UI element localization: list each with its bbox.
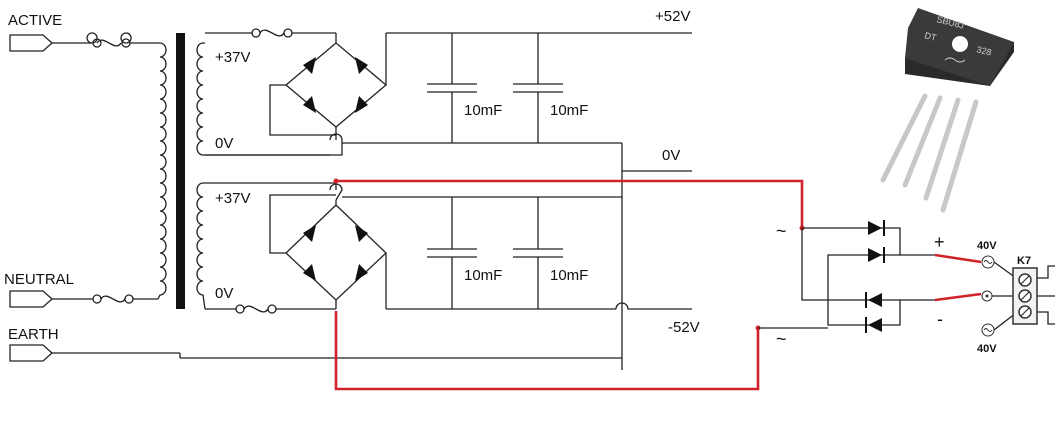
bridge-rectifier-photo: SBU8J DT 328: [880, 8, 1014, 213]
cap-bot-1: [427, 197, 477, 309]
rail-pos-label: +52V: [655, 8, 690, 25]
connector-label: K7: [1017, 255, 1031, 267]
rail-zero-label: 0V: [662, 147, 680, 164]
minus-symbol: -: [937, 309, 943, 329]
fuse-secondary-top: [205, 28, 336, 38]
cap-top-1-label: 10mF: [464, 102, 502, 119]
fuse-neutral: [92, 294, 158, 304]
active-label: ACTIVE: [8, 12, 62, 29]
v40-top-label: 40V: [977, 240, 997, 252]
chip-line3: 328: [976, 44, 993, 57]
tap-bot-lower-label: 0V: [215, 285, 233, 302]
rail-neg-label: -52V: [668, 319, 700, 336]
cap-top-2-label: 10mF: [550, 102, 588, 119]
bridge-rectifier-top: [205, 32, 692, 156]
cap-top-1: [427, 33, 477, 143]
red-wire-minus: [934, 292, 982, 302]
cap-bot-1-label: 10mF: [464, 267, 502, 284]
cap-top-2: [513, 33, 563, 143]
secondary-winding-bottom: [196, 182, 206, 310]
ac-upper-symbol: ~: [776, 221, 787, 241]
secondary-winding-top: [196, 42, 205, 156]
active-terminal: [9, 34, 92, 52]
primary-winding: [157, 42, 167, 300]
cap-bot-2-label: 10mF: [550, 267, 588, 284]
external-bridge: [758, 220, 935, 333]
neutral-label: NEUTRAL: [4, 271, 74, 288]
v40-bot-label: 40V: [977, 343, 997, 355]
neutral-terminal: [9, 290, 92, 308]
plus-symbol: +: [934, 232, 945, 252]
tap-top-lower-label: 0V: [215, 135, 233, 152]
earth-terminal: [9, 344, 180, 362]
connector-k7: [981, 255, 1055, 337]
tap-top-upper-label: +37V: [215, 49, 250, 66]
fuse-secondary-bottom: [205, 304, 336, 314]
red-wire-upper: [333, 178, 805, 231]
transformer-core: [176, 33, 185, 309]
chip-line2: DT: [924, 30, 939, 43]
red-wire-plus: [934, 253, 982, 264]
tap-bot-upper-label: +37V: [215, 190, 250, 207]
fuse-active: [86, 32, 158, 48]
ac-lower-symbol: ~: [776, 329, 787, 349]
bridge-rectifier-bottom: [269, 183, 692, 310]
earth-label: EARTH: [8, 326, 59, 343]
cap-bot-2: [513, 197, 563, 309]
